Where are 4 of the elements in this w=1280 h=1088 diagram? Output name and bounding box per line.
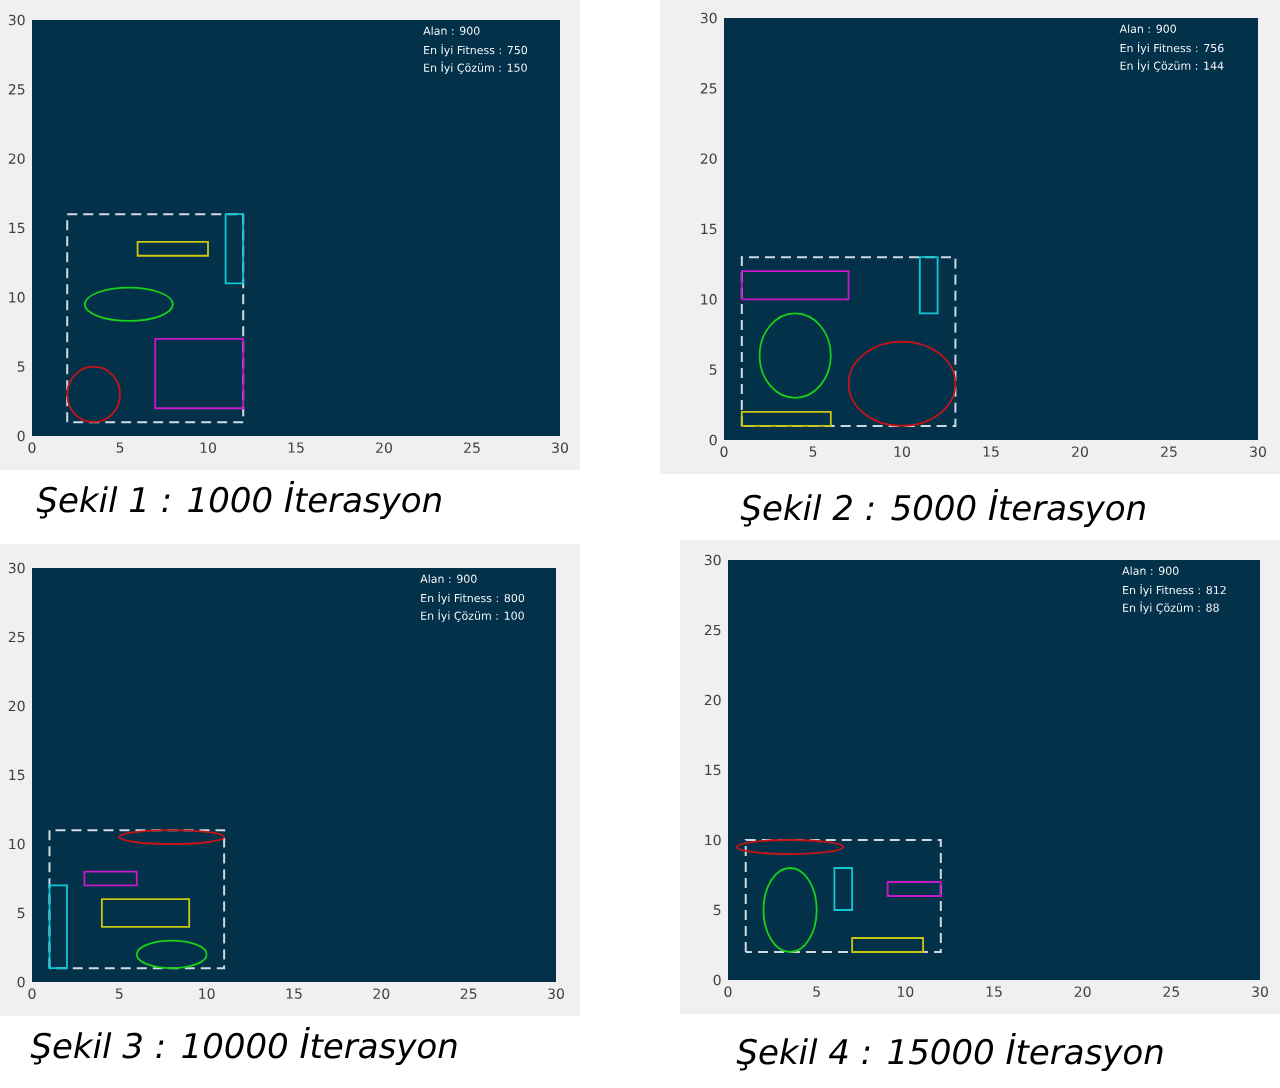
figure-caption: Şekil 3 : 10000 İterasyon — [30, 1026, 457, 1066]
figure-caption: Şekil 2 : 5000 İterasyon — [740, 488, 1145, 528]
figure-caption: Şekil 1 : 1000 İterasyon — [36, 480, 441, 520]
figure-caption: Şekil 4 : 15000 İterasyon — [736, 1032, 1163, 1072]
